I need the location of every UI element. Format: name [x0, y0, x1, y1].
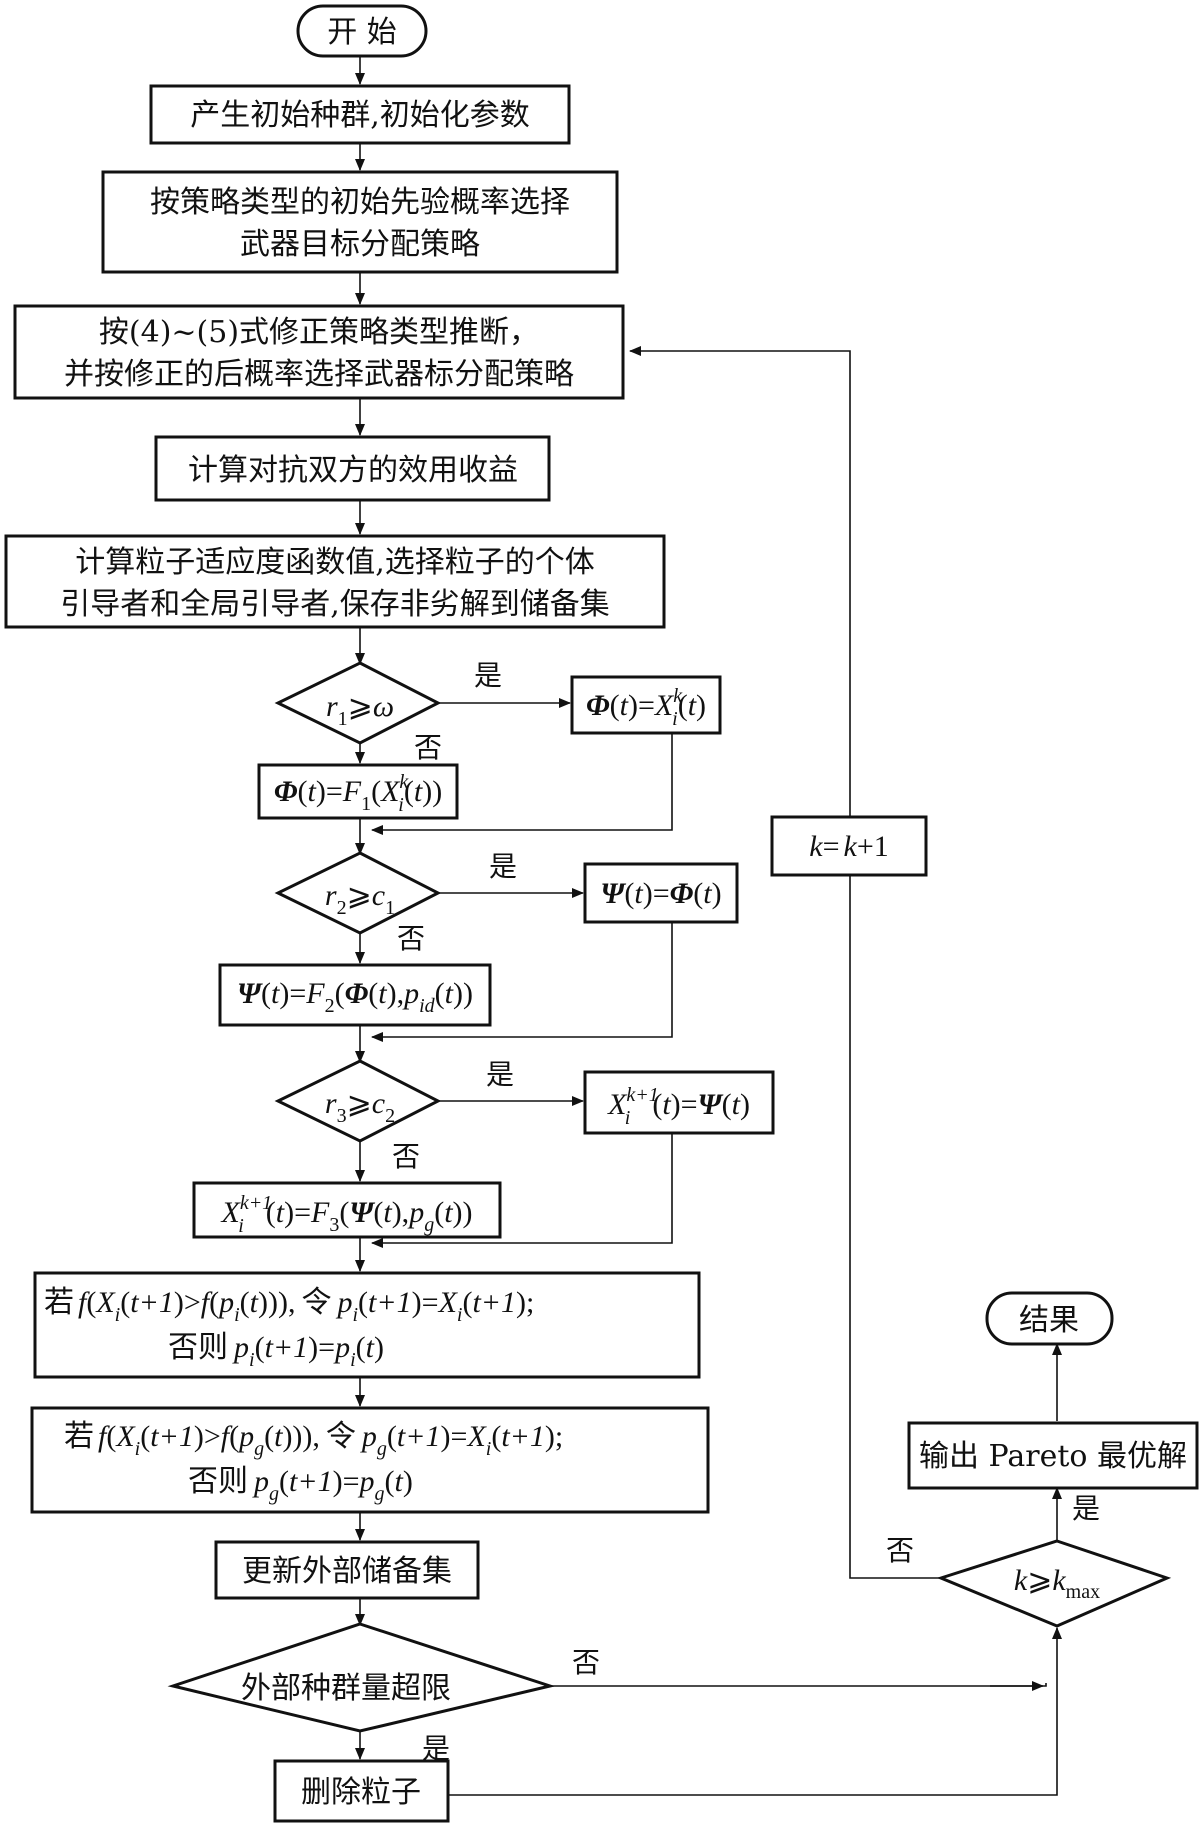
edge-d1-yes-merge	[371, 733, 673, 835]
select-strategy-process: 按策略类型的初始先验概率选择 武器目标分配策略	[101, 170, 619, 274]
start-label: 开 始	[327, 15, 397, 50]
correct-label-line2: 并按修正的后概率选择武器标分配策略	[64, 357, 574, 392]
svg-text:Xk+1i(t)=F3(Ψ(t),pg(t)): Xk+1i(t)=F3(Ψ(t),pg(t))	[220, 1192, 472, 1237]
d1-yes-label: 是	[474, 659, 502, 692]
delete-label: 删除粒子	[301, 1775, 421, 1810]
correct-strategy-process: 按(4)~(5)式修正策略类型推断， 并按修正的后概率选择武器标分配策略	[13, 304, 625, 400]
decision-r3-c2: r3⩾c2	[274, 1059, 442, 1143]
d2-yes-label: 是	[489, 850, 517, 883]
svg-text:r1⩾ω: r1⩾ω	[326, 690, 394, 730]
init-label: 产生初始种群,初始化参数	[190, 98, 530, 133]
svg-text:r3⩾c2: r3⩾c2	[325, 1087, 395, 1127]
overflow-no-label: 否	[572, 1646, 600, 1679]
edge-delete-to-check	[448, 1627, 1062, 1796]
p1-t2: t	[688, 689, 697, 722]
edge-overflow-no	[550, 1683, 1047, 1687]
edge-d2-yes-merge	[371, 922, 673, 1042]
update-archive-process: 更新外部储备集	[214, 1540, 480, 1600]
p1-eq: =	[638, 689, 655, 722]
p1-x-sup: k	[673, 685, 683, 707]
end-label: 结果	[1019, 1303, 1079, 1338]
init-process: 产生初始种群,初始化参数	[149, 84, 571, 145]
p1-lp2: (	[678, 689, 688, 722]
edges	[355, 56, 1062, 1796]
fitness-label-line2: 引导者和全局引导者,保存非劣解到储备集	[60, 587, 610, 622]
p1-rp: )	[628, 689, 638, 722]
psi-equals-phi-box: Ψ(t)=Φ(t)	[583, 862, 739, 924]
svg-text:Xk+1i(t)=Ψ(t): Xk+1i(t)=Ψ(t)	[607, 1084, 750, 1129]
output-label: 输出 Pareto 最优解	[919, 1439, 1187, 1474]
svg-text:Φ(t)=Xki(t): Φ(t)=Xki(t)	[586, 685, 706, 730]
psi-equals-f2-box: Ψ(t)=F2(Φ(t),pid(t))	[218, 963, 492, 1027]
fitness-label-line1: 计算粒子适应度函数值,选择粒子的个体	[75, 545, 595, 580]
output-pareto-process: 输出 Pareto 最优解	[907, 1421, 1199, 1490]
start-terminal: 开 始	[296, 4, 428, 58]
svg-text:Ψ(t)=Φ(t): Ψ(t)=Φ(t)	[600, 877, 721, 910]
kmax-yes-label: 是	[1072, 1492, 1100, 1525]
delete-particles-process: 删除粒子	[273, 1759, 450, 1823]
kmax-decision: k⩾kmax	[936, 1539, 1172, 1628]
d1-no-label: 否	[414, 731, 442, 764]
svg-text:k⩾kmax: k⩾kmax	[1014, 1564, 1100, 1603]
p1-t: t	[620, 689, 629, 722]
svg-text:k=k+1: k=k+1	[809, 830, 889, 863]
edge-check-no-loop	[629, 346, 941, 1579]
svg-text:Φ(t)=F1(Xki(t)): Φ(t)=F1(Xki(t))	[274, 771, 442, 816]
d3-no-label: 否	[392, 1140, 420, 1173]
select-label-line2: 武器目标分配策略	[240, 227, 480, 262]
d1-r-sub: 1	[338, 708, 348, 730]
p1-rp2: )	[696, 689, 706, 722]
decision-r1-omega: r1⩾ω	[274, 661, 442, 745]
fitness-process: 计算粒子适应度函数值,选择粒子的个体 引导者和全局引导者,保存非劣解到储备集	[4, 534, 666, 629]
d2-no-label: 否	[397, 922, 425, 955]
p1-x-sub: i	[672, 708, 678, 730]
svg-text:r2⩾c1: r2⩾c1	[325, 879, 395, 919]
svg-text:若f(Xi(t+1)>f(pg(t))),令pg(t+1)=: 若f(Xi(t+1)>f(pg(t))),令pg(t+1)=Xi(t+1);	[64, 1419, 563, 1460]
overflow-decision: 外部种群量超限	[167, 1622, 556, 1733]
edge-d3-yes-merge	[371, 1133, 673, 1248]
d1-geq: ⩾	[348, 690, 373, 723]
p2-phi: Φ	[274, 775, 298, 808]
correct-label-line1: 按(4)~(5)式修正策略类型推断，	[99, 315, 539, 350]
update-archive-label: 更新外部储备集	[242, 1554, 452, 1589]
utility-label: 计算对抗双方的效用收益	[188, 453, 518, 488]
overflow-label: 外部种群量超限	[241, 1671, 451, 1706]
utility-process: 计算对抗双方的效用收益	[154, 435, 551, 502]
p2-f: F	[342, 775, 362, 808]
d1-r: r	[326, 690, 338, 723]
kmax-no-label: 否	[886, 1534, 914, 1567]
p1-lp: (	[610, 689, 620, 722]
d1-omega: ω	[373, 690, 394, 723]
select-label-line1: 按策略类型的初始先验概率选择	[150, 185, 570, 220]
p1-phi: Φ	[586, 689, 610, 722]
end-terminal: 结果	[985, 1291, 1114, 1346]
p1-x: X	[654, 689, 675, 722]
svg-text:若f(Xi(t+1)>f(pi(t))),令pi(t+1)=: 若f(Xi(t+1)>f(pi(t))),令pi(t+1)=Xi(t+1);	[44, 1285, 534, 1326]
decision-r2-c1: r2⩾c1	[274, 851, 442, 935]
svg-text:Ψ(t)=F2(Φ(t),pid(t)): Ψ(t)=F2(Φ(t),pid(t))	[237, 977, 473, 1017]
d3-yes-label: 是	[486, 1058, 514, 1091]
k-increment-box: k=k+1	[770, 815, 928, 877]
